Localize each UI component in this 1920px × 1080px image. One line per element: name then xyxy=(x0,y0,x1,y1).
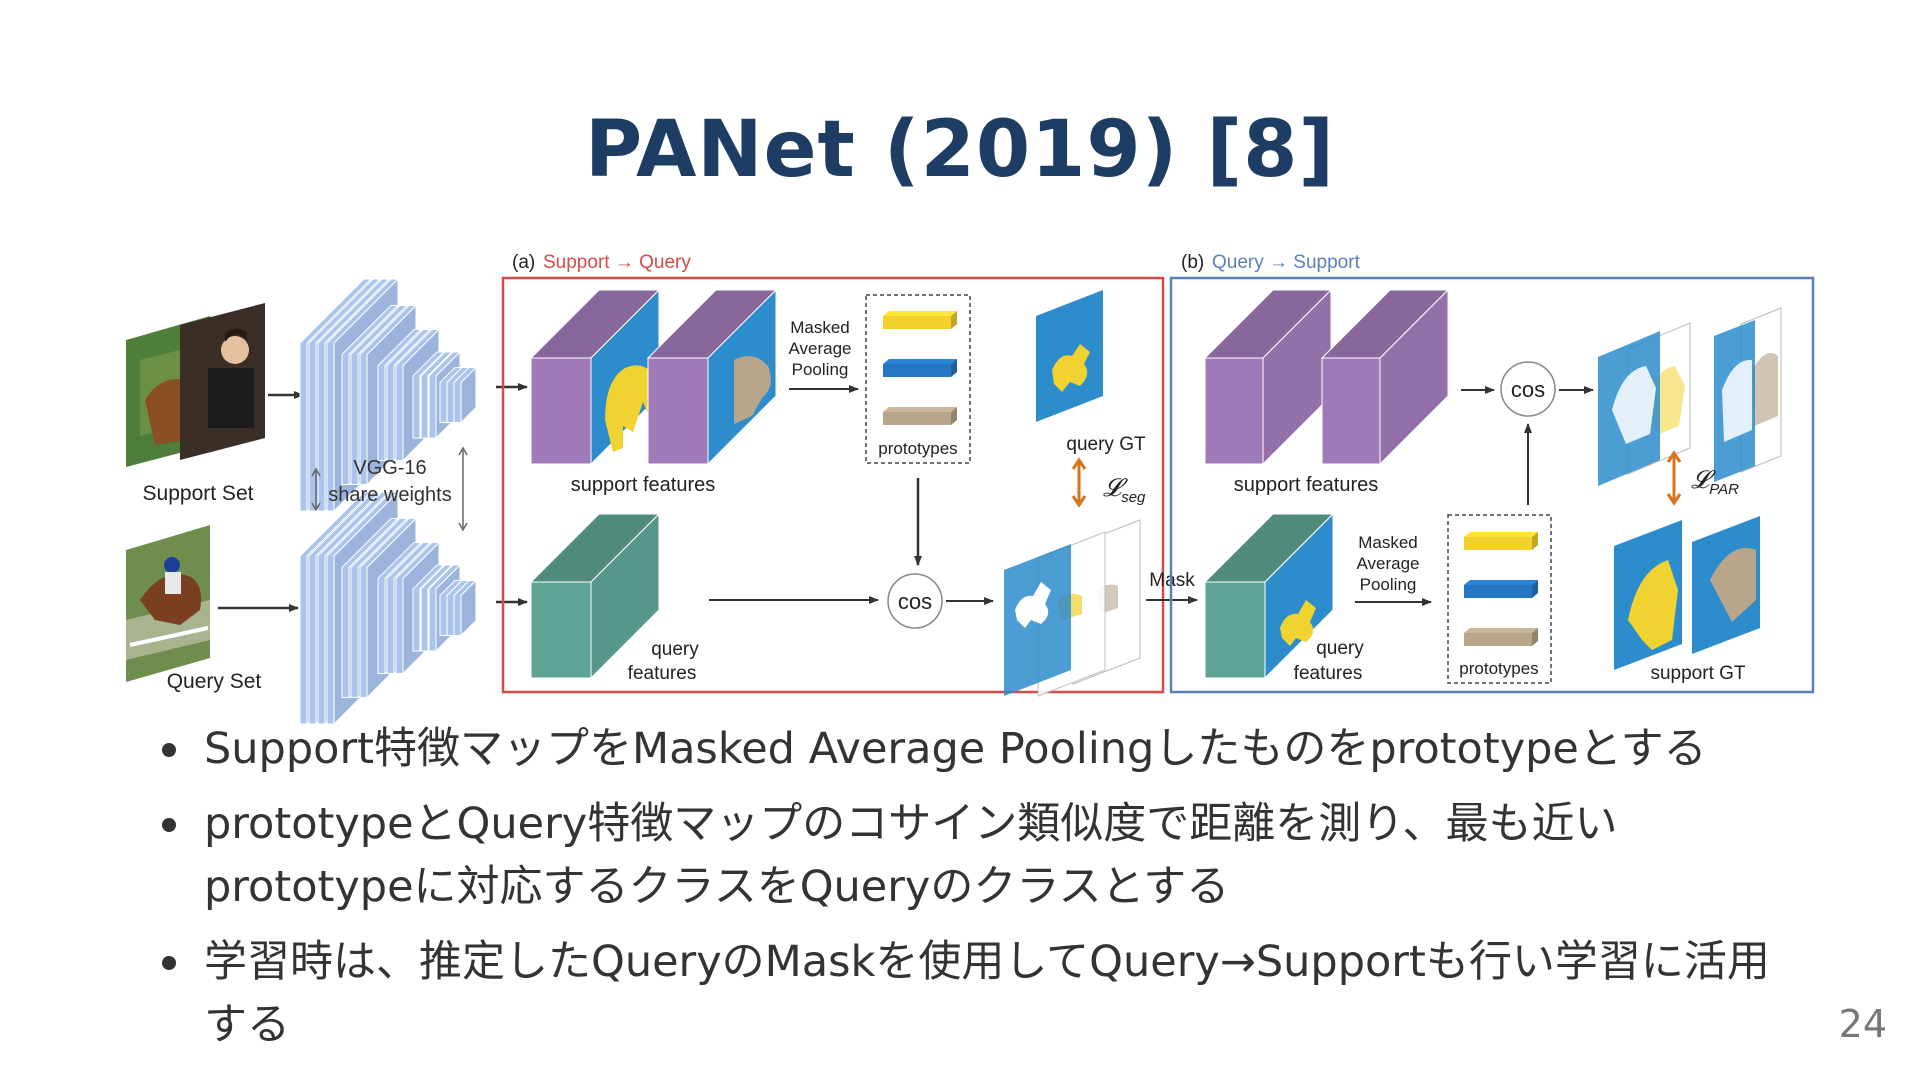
query-features-label-a-line1: query xyxy=(651,639,699,660)
prototypes-box-b xyxy=(1447,514,1552,684)
query-prediction-masks xyxy=(1004,519,1141,697)
support-feature-block-b xyxy=(1320,288,1450,466)
support-feature-blocks-b xyxy=(1203,288,1450,466)
support-features-label: support features xyxy=(571,474,716,496)
support-mask-horse xyxy=(605,365,661,452)
cos-node-b xyxy=(1500,361,1556,417)
svg-text:Masked: Masked xyxy=(1358,533,1418,552)
panel-b-prefix: (b) xyxy=(1181,252,1204,273)
bullet-item: 学習時は、推定したQueryのMaskを使用してQuery→Supportも行い… xyxy=(160,931,1800,1057)
panel-b-title: Query → Support xyxy=(1212,252,1361,273)
vgg16-label: VGG-16 xyxy=(353,457,426,479)
vgg-layer-side xyxy=(460,579,477,637)
support-features-label-b: support features xyxy=(1234,474,1379,496)
support-feature-block xyxy=(529,288,661,466)
query-feature-block-b xyxy=(1203,512,1335,680)
svg-text:Pooling: Pooling xyxy=(1360,575,1417,594)
slide-title: PANet (2019) [8] xyxy=(584,105,1336,195)
query-set-image xyxy=(126,525,210,682)
prototype-bar xyxy=(883,364,951,377)
panel-a-title: Support → Query xyxy=(543,252,691,273)
prototype-bar-top xyxy=(883,311,957,316)
query-feature-block-a xyxy=(529,512,661,680)
query-feature-block-b xyxy=(1203,512,1335,680)
query-gt-a xyxy=(1036,290,1103,422)
share-weights-label: share weights xyxy=(328,484,451,506)
prototypes-box-a xyxy=(865,294,971,464)
support-feature-block-b xyxy=(1203,288,1333,466)
bullet-text: 学習時は、推定したQueryのMaskを使用してQuery→Supportも行い… xyxy=(204,937,1770,1050)
bullet-item: Support特徴マップをMasked Average Poolingしたものを… xyxy=(160,718,1800,781)
support-feature-block xyxy=(646,288,778,466)
prototype-bar-side xyxy=(1532,532,1538,550)
panel-b-frame xyxy=(1169,276,1815,694)
support-gt-label: support GT xyxy=(1650,663,1745,684)
svg-text:Masked: Masked xyxy=(790,318,850,337)
support-set-images xyxy=(126,303,265,467)
masked-average-pooling-b: Masked Average Pooling xyxy=(1356,533,1419,594)
support-mask-person xyxy=(734,356,771,424)
svg-text:Pooling: Pooling xyxy=(792,360,849,379)
panel-a-prefix: (a) xyxy=(512,252,535,273)
prototype-bar-side xyxy=(951,311,957,329)
cos-label-b: cos xyxy=(1511,377,1545,402)
support-prediction-masks xyxy=(1598,307,1782,486)
query-mask-rider xyxy=(1280,600,1316,646)
query-features-label-a-line2: features xyxy=(628,663,697,684)
prototype-bar-side xyxy=(1532,628,1538,646)
query-gt-label: query GT xyxy=(1066,434,1146,455)
prototype-bars-b xyxy=(1464,532,1538,646)
page-number: 24 xyxy=(1838,1002,1887,1046)
bullet-list: Support特徴マップをMasked Average Poolingしたものを… xyxy=(160,718,1800,1069)
cos-node-a xyxy=(887,573,943,629)
vgg16-query-branch xyxy=(299,490,478,726)
support-feature-blocks xyxy=(529,288,778,466)
bullet-item: prototypeとQuery特徴マップのコサイン類似度で距離を測り、最も近いp… xyxy=(160,793,1800,919)
loss-seg-label: 𝓛seg xyxy=(1103,474,1146,506)
prototype-bar-side xyxy=(951,359,957,377)
prototype-bar-top xyxy=(1464,628,1538,633)
bullet-dot xyxy=(162,743,176,757)
masked-average-pooling-a: Masked Average Pooling xyxy=(788,318,851,379)
prototype-bar xyxy=(883,316,951,329)
prototype-bar xyxy=(1464,633,1532,646)
svg-text:Average: Average xyxy=(788,339,851,358)
cos-label-a: cos xyxy=(898,589,932,614)
bullet-dot xyxy=(162,818,176,832)
bullet-text: Support特徴マップをMasked Average Poolingしたものを… xyxy=(204,724,1707,774)
bullet-dot xyxy=(162,956,176,970)
support-set-label: Support Set xyxy=(143,482,254,505)
prototype-bar-top xyxy=(883,407,957,412)
query-features-label-b-line1: query xyxy=(1316,638,1364,659)
prototype-bar-side xyxy=(1532,580,1538,598)
query-features-label-b-line2: features xyxy=(1294,663,1363,684)
vgg-layer-side xyxy=(460,366,477,424)
prototypes-label-a: prototypes xyxy=(878,439,957,458)
query-feature-block xyxy=(529,512,661,680)
panel-a-frame xyxy=(501,276,1165,694)
prototype-bar xyxy=(1464,585,1532,598)
query-set-label: Query Set xyxy=(167,670,262,693)
prototype-bar-top xyxy=(1464,580,1538,585)
prototype-bar-top xyxy=(883,359,957,364)
prototype-bar xyxy=(1464,537,1532,550)
svg-text:Average: Average xyxy=(1356,554,1419,573)
support-gt-masks xyxy=(1614,516,1760,670)
prototype-bar xyxy=(883,412,951,425)
prototype-bar-top xyxy=(1464,532,1538,537)
vgg16-support-branch xyxy=(299,277,478,513)
prototype-bars-a xyxy=(883,311,957,425)
bullet-text: prototypeとQuery特徴マップのコサイン類似度で距離を測り、最も近いp… xyxy=(204,799,1618,912)
prototype-bar-side xyxy=(951,407,957,425)
prototypes-label-b: prototypes xyxy=(1459,659,1538,678)
